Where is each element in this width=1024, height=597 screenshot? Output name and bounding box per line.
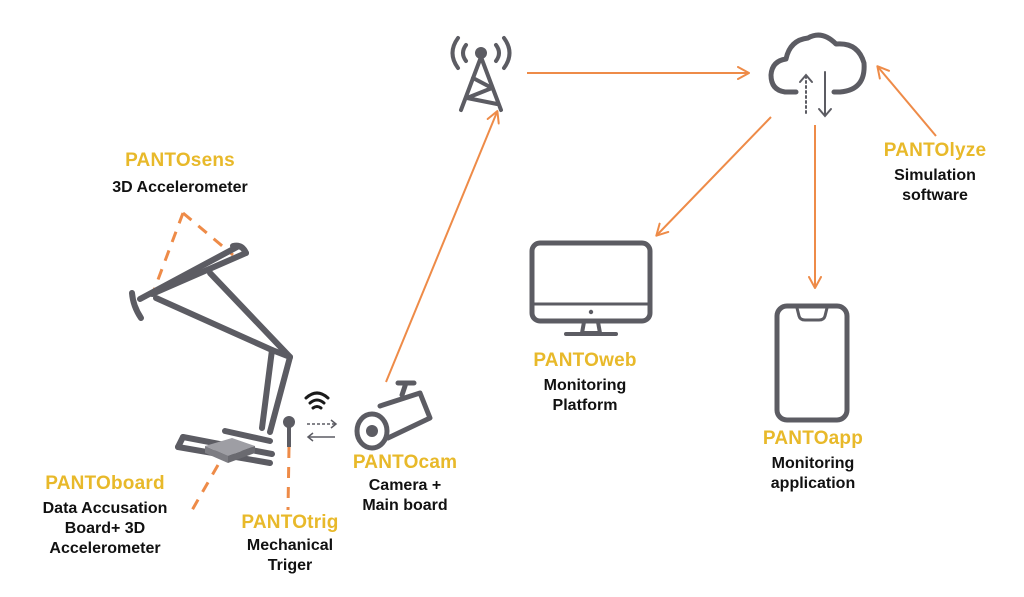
pantoweb-name: PANTOweb	[533, 350, 637, 371]
pantoboard-desc-line-2: Board+ 3D	[64, 520, 146, 537]
pantoboard-desc-line-1: Data Accusation	[42, 500, 168, 517]
pantoboard-desc-line-3: Accelerometer	[49, 540, 161, 557]
pantocam-name: PANTOcam	[352, 452, 458, 473]
callout-board	[189, 464, 220, 513]
cloud-icon	[768, 32, 867, 95]
pantolyze-desc-line-2: software	[902, 187, 968, 204]
pantotrig-desc-line-2: Triger	[267, 557, 313, 574]
callout-lines	[151, 211, 291, 513]
callout-sens	[151, 211, 234, 294]
pantosens-label: PANTOsens 3D Accelerometer	[85, 150, 275, 198]
pantocam-desc-line-2: Main board	[362, 497, 448, 514]
arrow-lyze-to-cloud	[876, 65, 937, 137]
pantoapp-name: PANTOapp	[762, 428, 864, 449]
pantoweb-desc-line-2: Platform	[552, 397, 618, 414]
pantoweb-label: PANTOweb Monitoring Platform	[505, 350, 665, 416]
pantocam-label: PANTOcam Camera + Main board	[330, 452, 480, 516]
data-board-icon	[205, 438, 255, 463]
exchange-arrows-icon	[306, 419, 338, 442]
pantolyze-label: PANTOlyze Simulation software	[855, 140, 1015, 206]
pantoboard-label: PANTOboard Data Accusation Board+ 3D Acc…	[14, 473, 196, 559]
pantoapp-label: PANTOapp Monitoring application	[733, 428, 893, 494]
pantosens-name: PANTOsens	[125, 150, 235, 171]
callout-trig	[286, 446, 291, 511]
wifi-icon	[304, 391, 330, 410]
arrow-cloud-to-web	[655, 116, 772, 237]
cell-tower-icon	[450, 36, 512, 112]
pantoboard-name: PANTOboard	[45, 473, 165, 494]
pantoapp-desc-line-1: Monitoring	[771, 455, 855, 472]
trigger-antenna-icon	[283, 416, 295, 447]
pantocam-desc-line-1: Camera +	[368, 477, 442, 494]
pantolyze-desc-line-1: Simulation	[894, 167, 976, 184]
pantolyze-name: PANTOlyze	[883, 140, 987, 161]
cloud-updown-arrows	[799, 71, 832, 118]
pantoweb-desc-line-1: Monitoring	[543, 377, 627, 394]
monitor-icon	[529, 240, 653, 336]
pantoapp-desc-line-2: application	[770, 475, 856, 492]
pantograph-icon	[129, 242, 293, 435]
arrow-camera-to-tower	[385, 110, 500, 383]
flow-arrows	[385, 65, 937, 383]
pantosens-desc-line-1: 3D Accelerometer	[112, 179, 248, 196]
pantotrig-label: PANTOtrig Mechanical Triger	[215, 512, 365, 576]
pantotrig-name: PANTOtrig	[241, 512, 339, 533]
camera-icon	[354, 380, 433, 451]
pantotrig-desc-line-1: Mechanical	[246, 537, 334, 554]
smartphone-icon	[774, 303, 850, 423]
